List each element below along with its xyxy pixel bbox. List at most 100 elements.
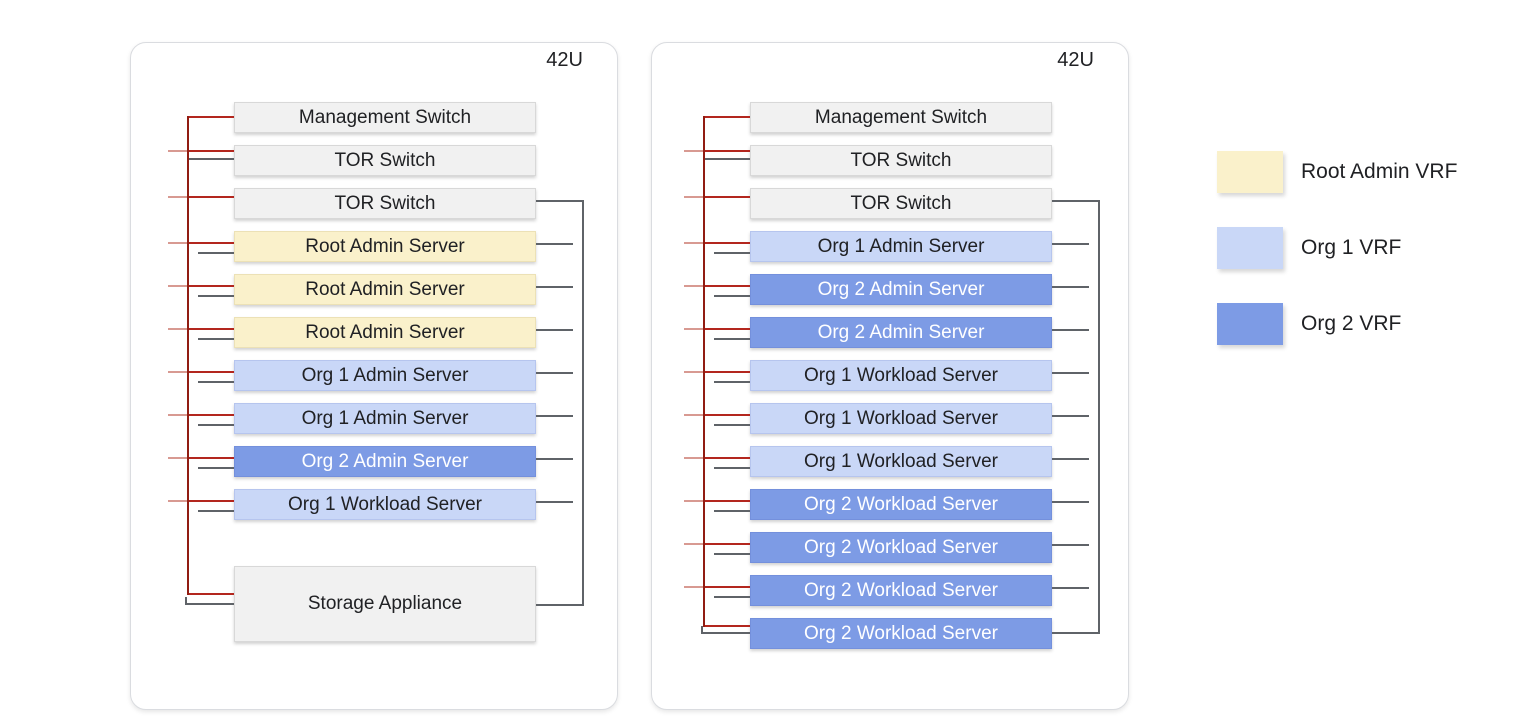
legend-label-root-admin-vrf: Root Admin VRF: [1301, 160, 1458, 183]
management-network-line: [187, 242, 234, 244]
management-network-line: [703, 625, 750, 627]
data-network-line: [704, 158, 750, 160]
management-network-line: [168, 242, 187, 244]
rack-unit-label: Root Admin Server: [305, 235, 465, 257]
rack-unit-label: TOR Switch: [850, 192, 952, 214]
management-network-line: [684, 328, 703, 330]
rack-unit-label: Org 2 Workload Server: [804, 579, 998, 601]
management-network-line: [168, 500, 187, 502]
data-network-line: [714, 381, 750, 383]
rack-unit-org-2-workload-server: Org 2 Workload Server: [750, 532, 1052, 563]
data-network-line: [536, 372, 573, 374]
legend-swatch-org1-vrf: [1217, 227, 1283, 269]
data-network-line: [198, 424, 234, 426]
rack-unit-management-switch: Management Switch: [234, 102, 536, 133]
data-network-line: [714, 553, 750, 555]
management-network-line: [684, 285, 703, 287]
management-network-line: [168, 150, 187, 152]
rack-unit-label: Org 2 Admin Server: [301, 450, 469, 472]
management-network-line: [168, 371, 187, 373]
management-network-line: [703, 285, 750, 287]
data-network-line: [714, 510, 750, 512]
rack-unit-label: Storage Appliance: [307, 593, 463, 614]
data-network-line: [185, 603, 234, 605]
data-network-line: [536, 243, 573, 245]
data-network-line: [188, 158, 234, 160]
data-network-line: [1052, 329, 1089, 331]
management-network-line: [168, 196, 187, 198]
rack-unit-label: Management Switch: [298, 106, 472, 128]
management-network-line: [684, 150, 703, 152]
rack-unit-tor-switch: TOR Switch: [234, 145, 536, 176]
management-network-line: [703, 150, 750, 152]
legend: Root Admin VRF Org 1 VRF Org 2 VRF: [1217, 151, 1457, 379]
rack-unit-tor-switch: TOR Switch: [750, 188, 1052, 219]
management-network-line: [168, 285, 187, 287]
management-network-line: [684, 414, 703, 416]
legend-row-root-admin-vrf: Root Admin VRF: [1217, 151, 1457, 193]
legend-label-org2-vrf: Org 2 VRF: [1301, 312, 1402, 335]
rack-unit-label: Org 1 Admin Server: [301, 407, 469, 429]
rack-unit-org-1-workload-server: Org 1 Workload Server: [750, 403, 1052, 434]
rack-unit-storage-appliance: Storage Appliance: [234, 566, 536, 642]
management-network-line: [684, 242, 703, 244]
data-network-line: [1052, 458, 1089, 460]
data-network-line: [714, 467, 750, 469]
data-network-line: [198, 381, 234, 383]
rack-unit-org-1-admin-server: Org 1 Admin Server: [750, 231, 1052, 262]
data-network-line: [198, 467, 234, 469]
management-network-line: [684, 586, 703, 588]
rack-2-capacity-label: 42U: [1057, 49, 1094, 71]
data-network-line: [536, 286, 573, 288]
data-network-line: [714, 424, 750, 426]
rack-unit-management-switch: Management Switch: [750, 102, 1052, 133]
rack-unit-label: Org 2 Workload Server: [804, 493, 998, 515]
data-network-line: [1052, 544, 1089, 546]
data-network-line: [1052, 415, 1089, 417]
rack-unit-label: Org 1 Workload Server: [804, 364, 998, 386]
data-network-line: [1052, 632, 1100, 634]
management-network-line: [187, 328, 234, 330]
data-network-line: [1052, 243, 1089, 245]
rack-unit-root-admin-server: Root Admin Server: [234, 274, 536, 305]
data-network-line: [536, 415, 573, 417]
rack-unit-label: Org 2 Admin Server: [817, 321, 985, 343]
management-network-line: [703, 586, 750, 588]
rack-unit-label: Org 2 Admin Server: [817, 278, 985, 300]
rack-1-capacity-label: 42U: [546, 49, 583, 71]
data-network-line: [198, 510, 234, 512]
management-network-line: [703, 116, 750, 118]
management-network-line: [703, 196, 750, 198]
rack-unit-label: Org 1 Workload Server: [804, 407, 998, 429]
management-network-line: [703, 371, 750, 373]
rack-unit-root-admin-server: Root Admin Server: [234, 317, 536, 348]
rack-unit-label: Org 1 Admin Server: [301, 364, 469, 386]
data-network-line: [714, 252, 750, 254]
management-network-line: [187, 150, 234, 152]
rack-unit-org-1-workload-server: Org 1 Workload Server: [234, 489, 536, 520]
management-network-line: [187, 196, 234, 198]
data-network-line: [714, 295, 750, 297]
data-network-line: [198, 252, 234, 254]
management-network-line: [168, 328, 187, 330]
legend-swatch-root-admin-vrf: [1217, 151, 1283, 193]
management-network-line: [684, 543, 703, 545]
rack-unit-org-1-admin-server: Org 1 Admin Server: [234, 403, 536, 434]
rack-unit-label: TOR Switch: [334, 192, 436, 214]
management-network-line: [703, 328, 750, 330]
rack-unit-org-2-admin-server: Org 2 Admin Server: [750, 317, 1052, 348]
data-network-line: [536, 458, 573, 460]
rack-unit-org-1-admin-server: Org 1 Admin Server: [234, 360, 536, 391]
rack-unit-org-2-admin-server: Org 2 Admin Server: [750, 274, 1052, 305]
data-network-line: [1052, 286, 1089, 288]
data-network-line: [1052, 200, 1100, 202]
data-network-line: [536, 329, 573, 331]
management-network-line: [187, 116, 234, 118]
rack-unit-org-1-workload-server: Org 1 Workload Server: [750, 446, 1052, 477]
management-network-line: [187, 371, 234, 373]
rack-unit-label: Management Switch: [814, 106, 988, 128]
rack-unit-label: Org 1 Workload Server: [288, 493, 482, 515]
management-network-line: [684, 500, 703, 502]
rack-unit-label: Org 1 Admin Server: [817, 235, 985, 257]
